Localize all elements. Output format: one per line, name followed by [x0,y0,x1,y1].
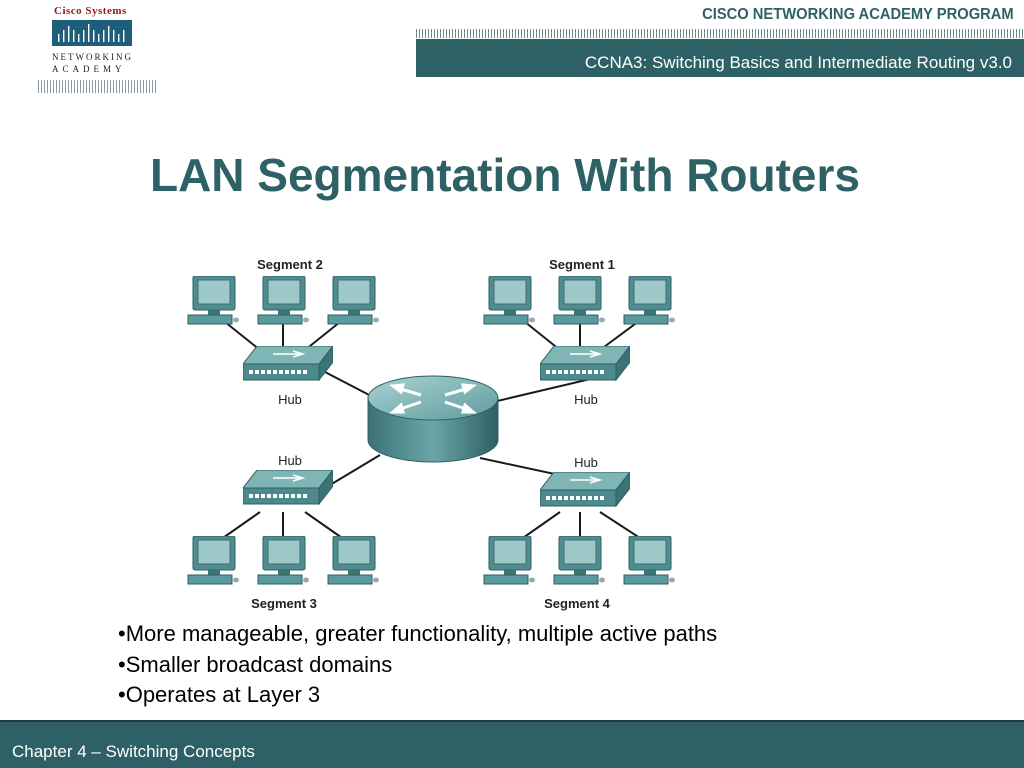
cisco-networking-academy-logo: Cisco Systems NETWORKING ACADEMY [8,2,156,94]
router-icon [367,375,499,463]
segment-1-group: Segment 1 Hub [483,257,675,407]
segment-2-label: Segment 2 [257,257,323,272]
logo-academy-text: ACADEMY [52,64,126,74]
program-title: CISCO NETWORKING ACADEMY PROGRAM [702,6,1014,23]
segment-4-label: Segment 4 [544,596,611,611]
bullet-item: •Smaller broadcast domains [118,651,393,677]
computer-icon [623,276,675,325]
hub-icon [243,470,333,505]
computer-icon [553,536,605,585]
computer-icon [483,276,535,325]
course-band: CCNA3: Switching Basics and Intermediate… [416,39,1024,77]
bullet-item: •More manageable, greater functionality,… [118,621,718,646]
logo-company-name: Cisco Systems [54,5,127,17]
logo-bars-icon [52,20,132,46]
segment-1-label: Segment 1 [549,257,615,272]
computer-icon [327,536,379,585]
computer-icon [187,276,239,325]
computer-icon [553,276,605,325]
hub-icon [540,472,630,507]
segment-3-group: Hub Segment 3 [187,453,379,611]
computer-icon [257,536,309,585]
computer-icon [187,536,239,585]
computer-icon [257,276,309,325]
logo-stripe [38,80,156,93]
footer-band: Chapter 4 – Switching Concepts [0,720,1024,768]
hub-icon [540,346,630,381]
segment-2-group: Segment 2 Hub [187,257,379,407]
lan-segmentation-diagram: Segment 2 Hub Segment 1 Hub Hub Segment … [187,257,675,611]
logo-networking-text: NETWORKING [52,52,133,62]
hub-label: Hub [278,453,302,468]
course-title: CCNA3: Switching Basics and Intermediate… [584,53,1012,72]
bullet-item: •Operates at Layer 3 [118,682,321,707]
segment-4-group: Hub Segment 4 [483,455,675,611]
computer-icon [483,536,535,585]
chapter-title: Chapter 4 – Switching Concepts [12,742,255,761]
segment-3-label: Segment 3 [251,596,317,611]
bullet-list: •More manageable, greater functionality,… [118,619,717,711]
hub-icon [243,346,333,381]
computer-icon [623,536,675,585]
header-stripe [416,29,1024,38]
hub-label: Hub [574,392,598,407]
slide-title: LAN Segmentation With Routers [149,149,861,201]
computer-icon [327,276,379,325]
hub-label: Hub [574,455,598,470]
hub-label: Hub [278,392,302,407]
